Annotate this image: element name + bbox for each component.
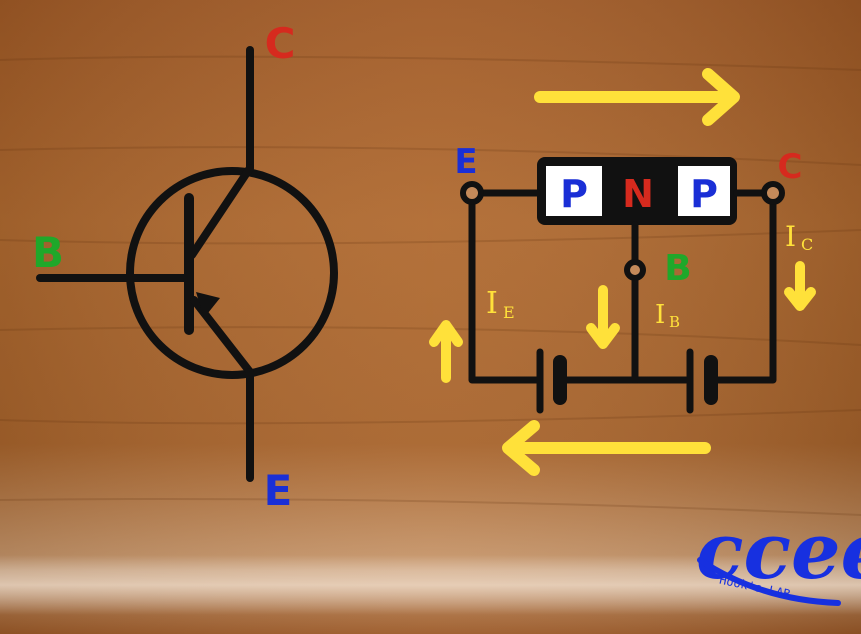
battery-left <box>536 348 567 414</box>
circuit-base-label: B <box>664 248 691 289</box>
symbol-collector-label: C <box>265 19 296 68</box>
p-layer-right-label: P <box>690 172 718 216</box>
ie-main: I <box>486 286 498 321</box>
base-terminal <box>624 259 646 281</box>
ie-up-arrow <box>429 320 463 383</box>
emitter-terminal <box>460 181 484 205</box>
ic-sub: C <box>801 235 813 254</box>
p-layer-right-box <box>678 166 730 216</box>
p-layer-left-box <box>546 166 602 216</box>
bottom-current-arrow <box>502 420 711 476</box>
emitter-arrow-icon <box>196 292 220 318</box>
collector-diagonal <box>188 164 254 259</box>
n-layer-label: N <box>622 172 654 216</box>
current-label-ic: I C <box>785 220 813 254</box>
battery-right <box>686 348 718 414</box>
current-label-ie: I E <box>486 286 515 322</box>
light-glare <box>0 555 861 615</box>
ic-main: I <box>785 220 796 253</box>
ie-sub: E <box>503 303 515 322</box>
grain-lines <box>0 55 861 516</box>
symbol-emitter-label: E <box>264 466 293 515</box>
ib-down-arrow <box>586 285 620 349</box>
logo-underline <box>697 557 841 606</box>
logo-mark: ccee <box>696 506 861 597</box>
top-current-arrow <box>534 68 740 126</box>
symbol-circle <box>126 167 338 379</box>
p-layer-left-label: P <box>560 172 588 216</box>
terminals <box>460 181 785 281</box>
circuit-collector-label: C <box>778 147 803 187</box>
collector-terminal <box>761 181 785 205</box>
current-label-ib: I B <box>655 300 680 331</box>
circuit-emitter-label: E <box>454 142 477 182</box>
circuit-wires <box>468 189 777 384</box>
ic-down-arrow <box>784 261 816 311</box>
symbol-base-label: B <box>32 228 64 277</box>
hooks-lab-logo: ccee Hook's LAB <box>696 506 861 606</box>
transistor-symbol <box>36 46 338 482</box>
ib-main: I <box>655 300 665 330</box>
ib-sub: B <box>669 313 680 331</box>
